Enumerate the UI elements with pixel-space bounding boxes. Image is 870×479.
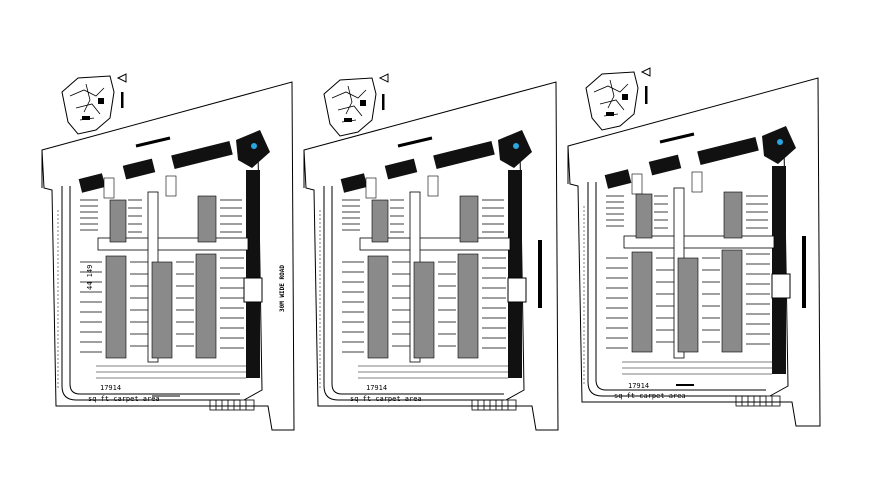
road-label-1: 30M WIDE ROAD [279,265,286,312]
area-value-2: 17914 [366,384,387,392]
area-caption-1: sq ft carpet area [88,395,160,403]
site-boundary [567,77,821,427]
key-map [323,73,389,137]
unit-label-1: 44 149 [86,265,94,290]
key-map [61,73,127,135]
area-caption-3: sq ft carpet area [614,392,686,400]
plan-panel-3: 17914 sq ft carpet area [567,67,821,427]
site-boundary [303,81,559,431]
plan-panel-2: 17914 sq ft carpet area [303,73,559,431]
area-value-3: 17914 [628,382,649,390]
site-boundary [41,81,295,431]
area-value-1: 17914 [100,384,121,392]
key-map [585,67,651,131]
plan-panel-1: 17914 sq ft carpet area 30M WIDE ROAD 44… [41,73,295,431]
area-caption-2: sq ft carpet area [350,395,422,403]
